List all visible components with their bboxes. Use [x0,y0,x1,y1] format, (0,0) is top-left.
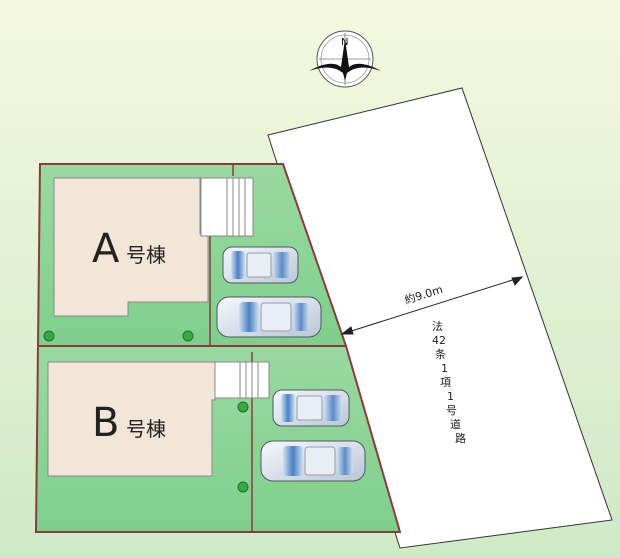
road-type-char: 条 [435,347,446,361]
car-a-1 [222,246,299,284]
road-type-char: 号 [446,404,457,417]
car-a-2 [216,296,322,338]
road-type-char: 1 [447,390,454,403]
tree-b-bottom [237,481,249,493]
compass-north-letter: N [341,37,348,48]
building-b-letter: B [92,400,119,446]
road-type-label: 法 42 条 1 項 1 号 道 路 [432,319,466,445]
building-b-suffix: 号棟 [126,417,166,441]
road-type-char: 法 [432,319,443,333]
road-type-char: 項 [440,376,451,389]
tree-b-top [237,401,249,413]
building-a [53,177,209,317]
north-arrow-icon: N [309,30,381,88]
road-type-char: 路 [455,432,466,445]
road-type-char: 道 [450,417,461,431]
building-a-porch [200,177,254,237]
building-b-porch [214,361,270,399]
road-type-char: 42 [432,334,446,347]
car-b-2 [260,440,366,482]
road-type-char: 1 [441,362,448,375]
building-a-suffix: 号棟 [126,243,166,267]
road-width-dimension [340,276,524,335]
tree-a-left [43,330,55,342]
building-a-letter: A [92,226,120,272]
tree-a-right [182,330,194,342]
car-b-1 [272,389,350,427]
